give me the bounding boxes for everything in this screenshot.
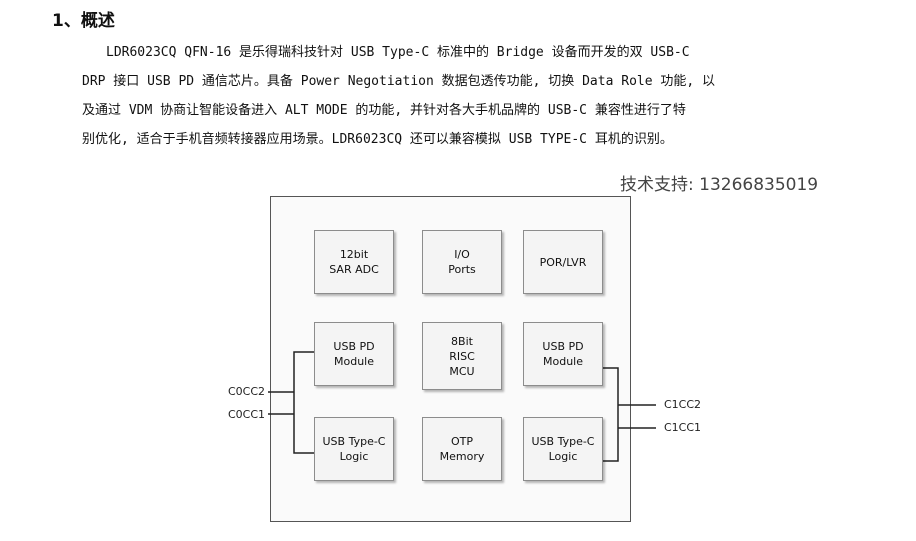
pin-label-c0cc2: C0CC2 <box>228 385 266 398</box>
pin-label-c1cc1: C1CC1 <box>664 421 702 434</box>
usb-pd-module-left-block: USB PD Module <box>314 322 394 386</box>
risc-mcu-block: 8Bit RISC MCU <box>422 322 502 390</box>
io-ports-block: I/O Ports <box>422 230 502 294</box>
paragraph-line: 及通过 VDM 协商让智能设备进入 ALT MODE 的功能, 并针对各大手机品… <box>82 103 686 118</box>
paragraph-line: LDR6023CQ QFN-16 是乐得瑞科技针对 USB Type-C 标准中… <box>106 45 690 60</box>
usb-pd-module-right-block: USB PD Module <box>523 322 603 386</box>
por-lvr-block: POR/LVR <box>523 230 603 294</box>
pin-label-c0cc1: C0CC1 <box>228 408 266 421</box>
pin-label-c1cc2: C1CC2 <box>664 398 702 411</box>
overview-paragraph: LDR6023CQ QFN-16 是乐得瑞科技针对 USB Type-C 标准中… <box>82 38 882 154</box>
paragraph-line: 别优化, 适合于手机音频转接器应用场景。LDR6023CQ 还可以兼容模拟 US… <box>82 132 673 147</box>
paragraph-line: DRP 接口 USB PD 通信芯片。具备 Power Negotiation … <box>82 74 716 89</box>
sar-adc-block: 12bit SAR ADC <box>314 230 394 294</box>
right-cc-bracket <box>603 367 619 462</box>
tech-support-contact: 技术支持: 13266835019 <box>620 175 819 195</box>
usb-typec-logic-right-block: USB Type-C Logic <box>523 417 603 481</box>
left-cc-bracket <box>293 351 315 454</box>
usb-typec-logic-left-block: USB Type-C Logic <box>314 417 394 481</box>
section-heading: 1、概述 <box>52 11 115 31</box>
otp-memory-block: OTP Memory <box>422 417 502 481</box>
